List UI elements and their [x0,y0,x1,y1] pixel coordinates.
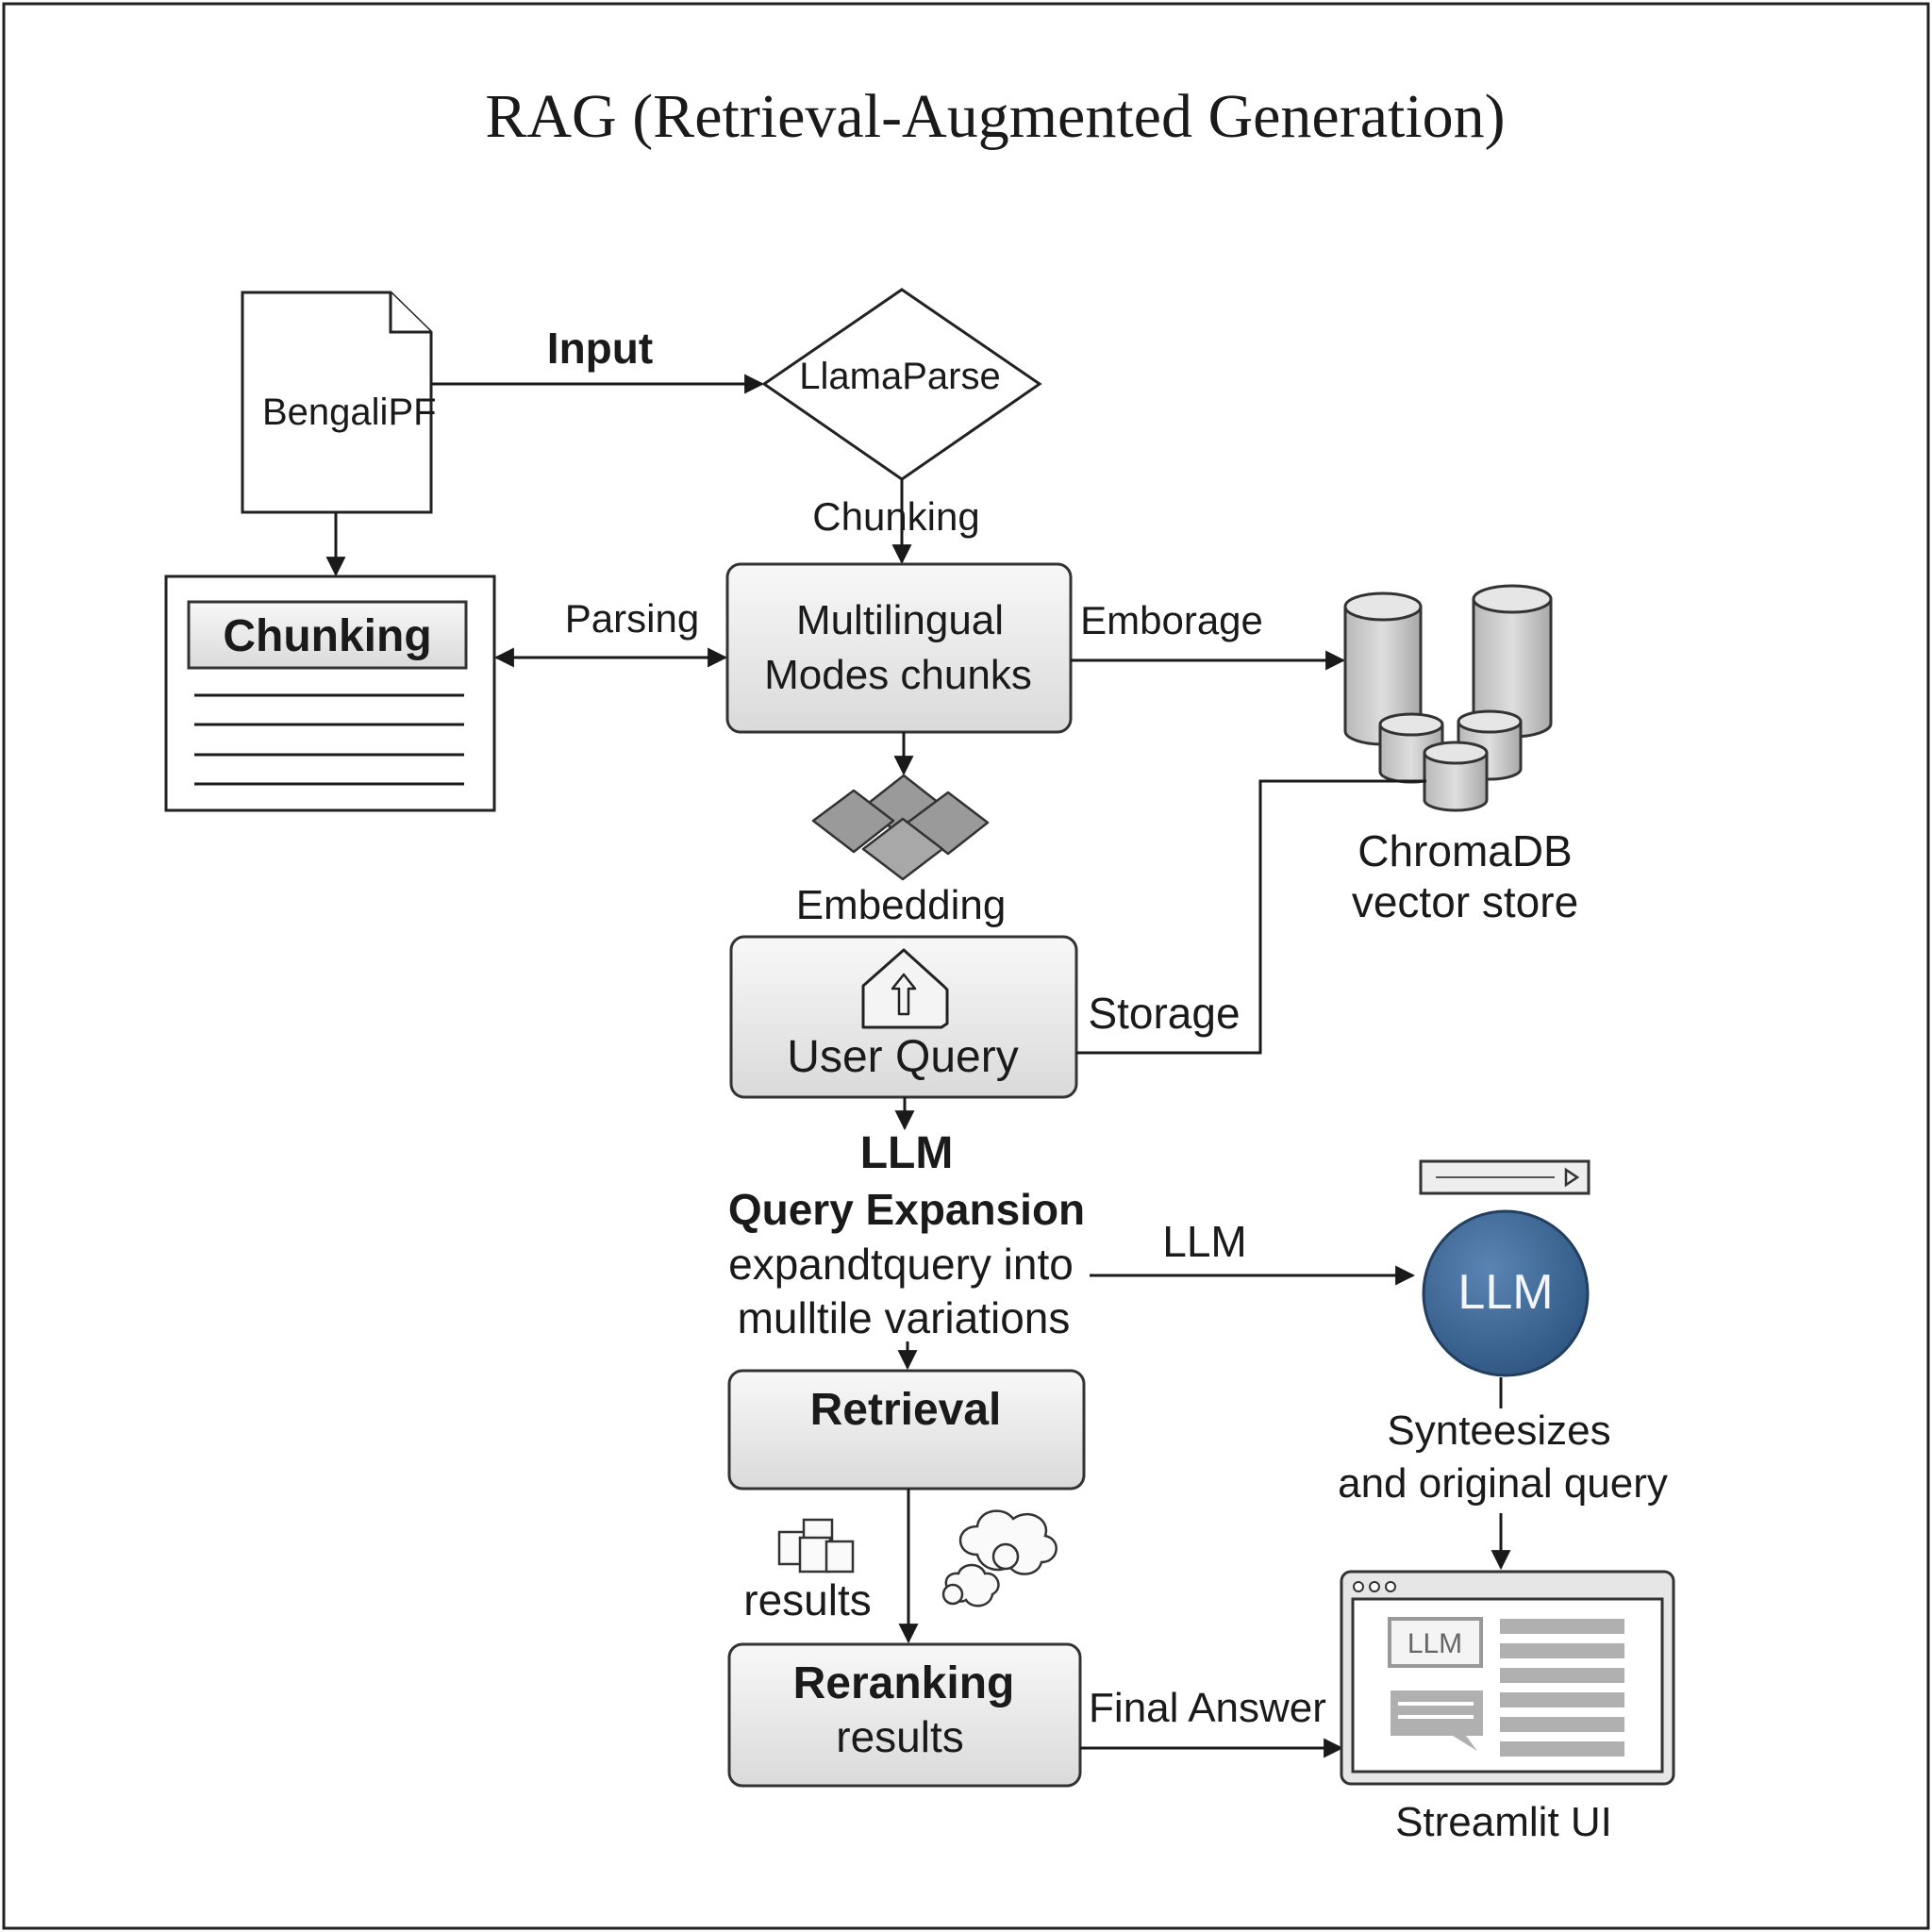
window-dot-3 [1385,1581,1396,1592]
retrieval-node: Retrieval [727,1369,1086,1491]
window-dot-1 [1353,1581,1364,1592]
chunking-document-panel: Chunking [164,575,496,812]
embedding-icon [811,774,990,881]
cloud-idea-icon [941,1509,1058,1607]
embedding-label: Embedding [796,882,1007,928]
pdf-label: BengaliPF [262,391,437,433]
multilingual-line1: Multilingual [796,597,1004,643]
edge-parsing: Parsing [493,596,728,668]
llm-circle-node: LLM [1422,1209,1590,1377]
chunking-panel-header: Chunking [223,611,431,661]
user-query-label: User Query [787,1032,1018,1082]
edge-llm: LLM [1090,1217,1416,1286]
llm-heading: LLM [860,1128,954,1178]
reranking-line1: Reranking [793,1658,1015,1708]
chromadb-cylinders-icon [1343,584,1553,812]
window-dot-2 [1369,1581,1380,1592]
edge-input: Input [431,324,765,394]
multilingual-line2: Modes chunks [764,652,1032,698]
edge-parsing-label: Parsing [565,596,699,641]
streamlit-ui-window: LLM [1340,1570,1675,1786]
streamlit-ui-label: Streamlit UI [1395,1799,1612,1845]
llamaparse-label: LlamaParse [799,356,1000,397]
pdf-document-icon: BengaliPF [241,291,437,514]
edge-input-label: Input [547,324,653,373]
diagram-title: RAG (Retrieval-Augmented Generation) [485,82,1505,151]
edge-storage: Storage [1076,779,1426,1055]
edge-final-answer: Final Answer [1080,1685,1344,1758]
edge-chunking-label: Chunking [812,494,979,539]
chromadb-label-line2: vector store [1352,877,1578,926]
synthesizes-line1: Synteesizes [1387,1407,1610,1454]
user-query-node: User Query [729,935,1078,1099]
expand-line1: expandtquery into [728,1240,1074,1289]
expand-line2: mulltile variations [738,1293,1071,1342]
synthesizes-line2: and original query [1338,1460,1668,1507]
edge-emborage: Emborage [1071,598,1346,671]
chromadb-label-line1: ChromaDB [1357,826,1573,875]
query-expansion-label: Query Expansion [728,1185,1085,1234]
streamlit-llm-badge: LLM [1407,1628,1462,1659]
llm-circle-label: LLM [1457,1265,1553,1320]
results-blocks-icon [777,1518,855,1574]
reranking-line2: results [836,1712,963,1761]
edge-final-answer-label: Final Answer [1089,1685,1326,1731]
search-bar-icon [1419,1159,1591,1195]
retrieval-label: Retrieval [810,1385,1002,1435]
edge-llm-label: LLM [1162,1217,1246,1266]
llamaparse-node: LlamaParse [761,288,1042,481]
edge-storage-label: Storage [1088,989,1240,1038]
multilingual-chunks-node: Multilingual Modes chunks [725,562,1073,734]
reranking-node: Reranking results [727,1642,1082,1788]
edge-emborage-label: Emborage [1080,598,1263,642]
upload-icon [861,948,949,1029]
edge-chunking: Chunking [812,479,980,565]
results-label: results [743,1575,871,1624]
